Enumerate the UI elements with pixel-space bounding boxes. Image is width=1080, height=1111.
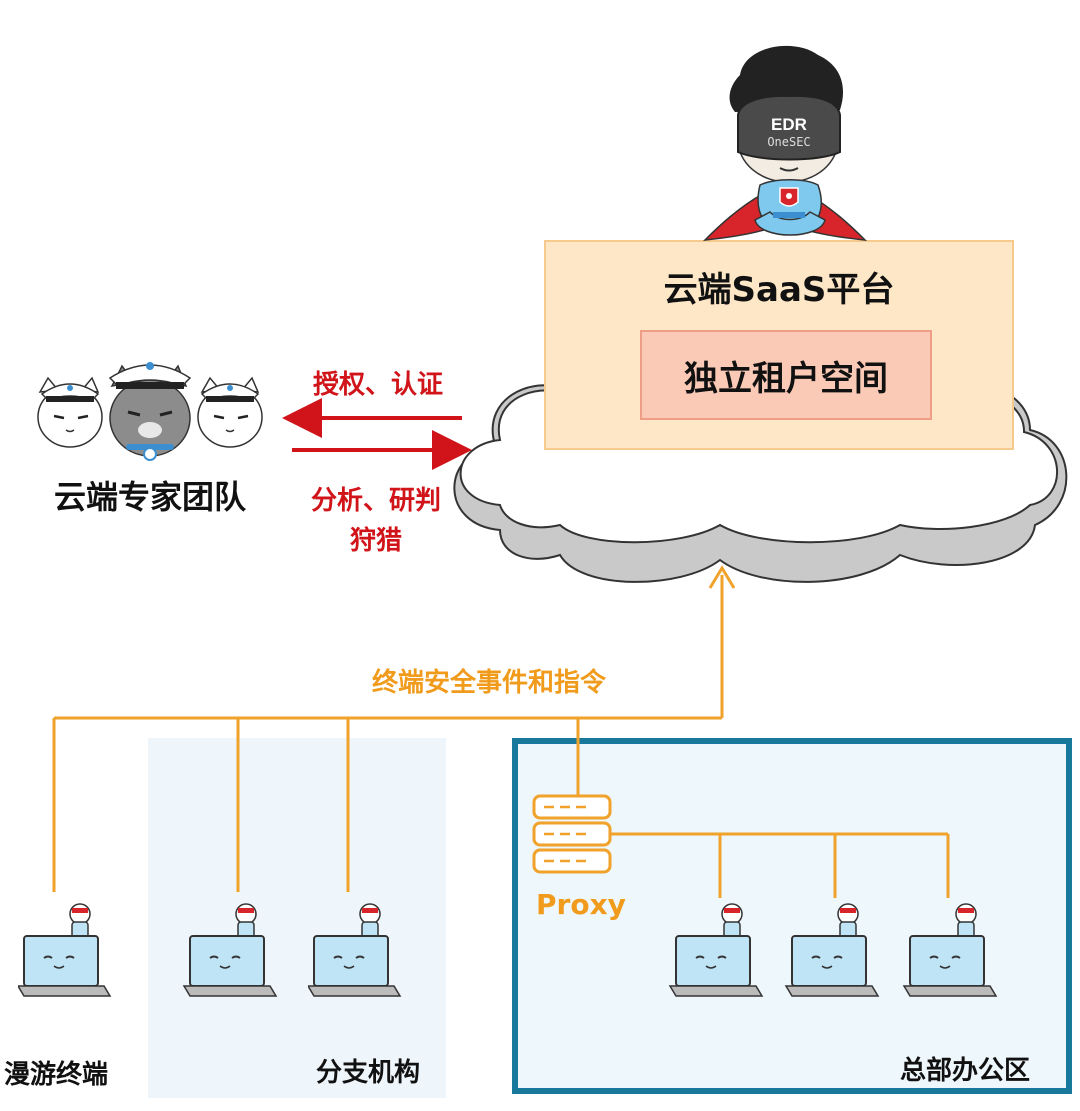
event-connector-lines bbox=[52, 565, 950, 898]
events-label: 终端安全事件和指令 bbox=[372, 668, 607, 698]
auth-label: 授权、认证 bbox=[312, 370, 443, 400]
laptop-icon-hq-1 bbox=[668, 903, 764, 997]
tenant-space-box: 独立租户空间 bbox=[640, 330, 932, 420]
platform-title: 云端SaaS平台 bbox=[663, 270, 895, 310]
branch-zone bbox=[148, 738, 446, 1098]
branch-office-label: 分支机构 bbox=[316, 1058, 421, 1088]
roaming-terminal-label: 漫游终端 bbox=[4, 1060, 109, 1090]
hq-office-label: 总部办公区 bbox=[900, 1056, 1031, 1086]
laptop-icon-hq-2 bbox=[784, 903, 880, 997]
laptop-icon-hq-3 bbox=[902, 903, 998, 997]
laptop-icon-branch-2 bbox=[308, 903, 402, 997]
laptop-icon-roaming bbox=[18, 903, 112, 997]
expert-team-label: 云端专家团队 bbox=[53, 478, 246, 516]
analysis-label: 分析、研判 bbox=[310, 486, 441, 516]
hunting-label: 狩猎 bbox=[349, 526, 402, 556]
visor-onesec-text: OneSEC bbox=[767, 135, 810, 149]
laptop-icon-branch-1 bbox=[182, 903, 278, 997]
proxy-server-icon bbox=[532, 794, 612, 874]
visor-edr-text: EDR bbox=[771, 115, 807, 134]
proxy-label: Proxy bbox=[536, 888, 626, 921]
edr-hero-mascot: EDR OneSEC bbox=[702, 45, 868, 241]
expert-team-cats bbox=[37, 362, 263, 461]
